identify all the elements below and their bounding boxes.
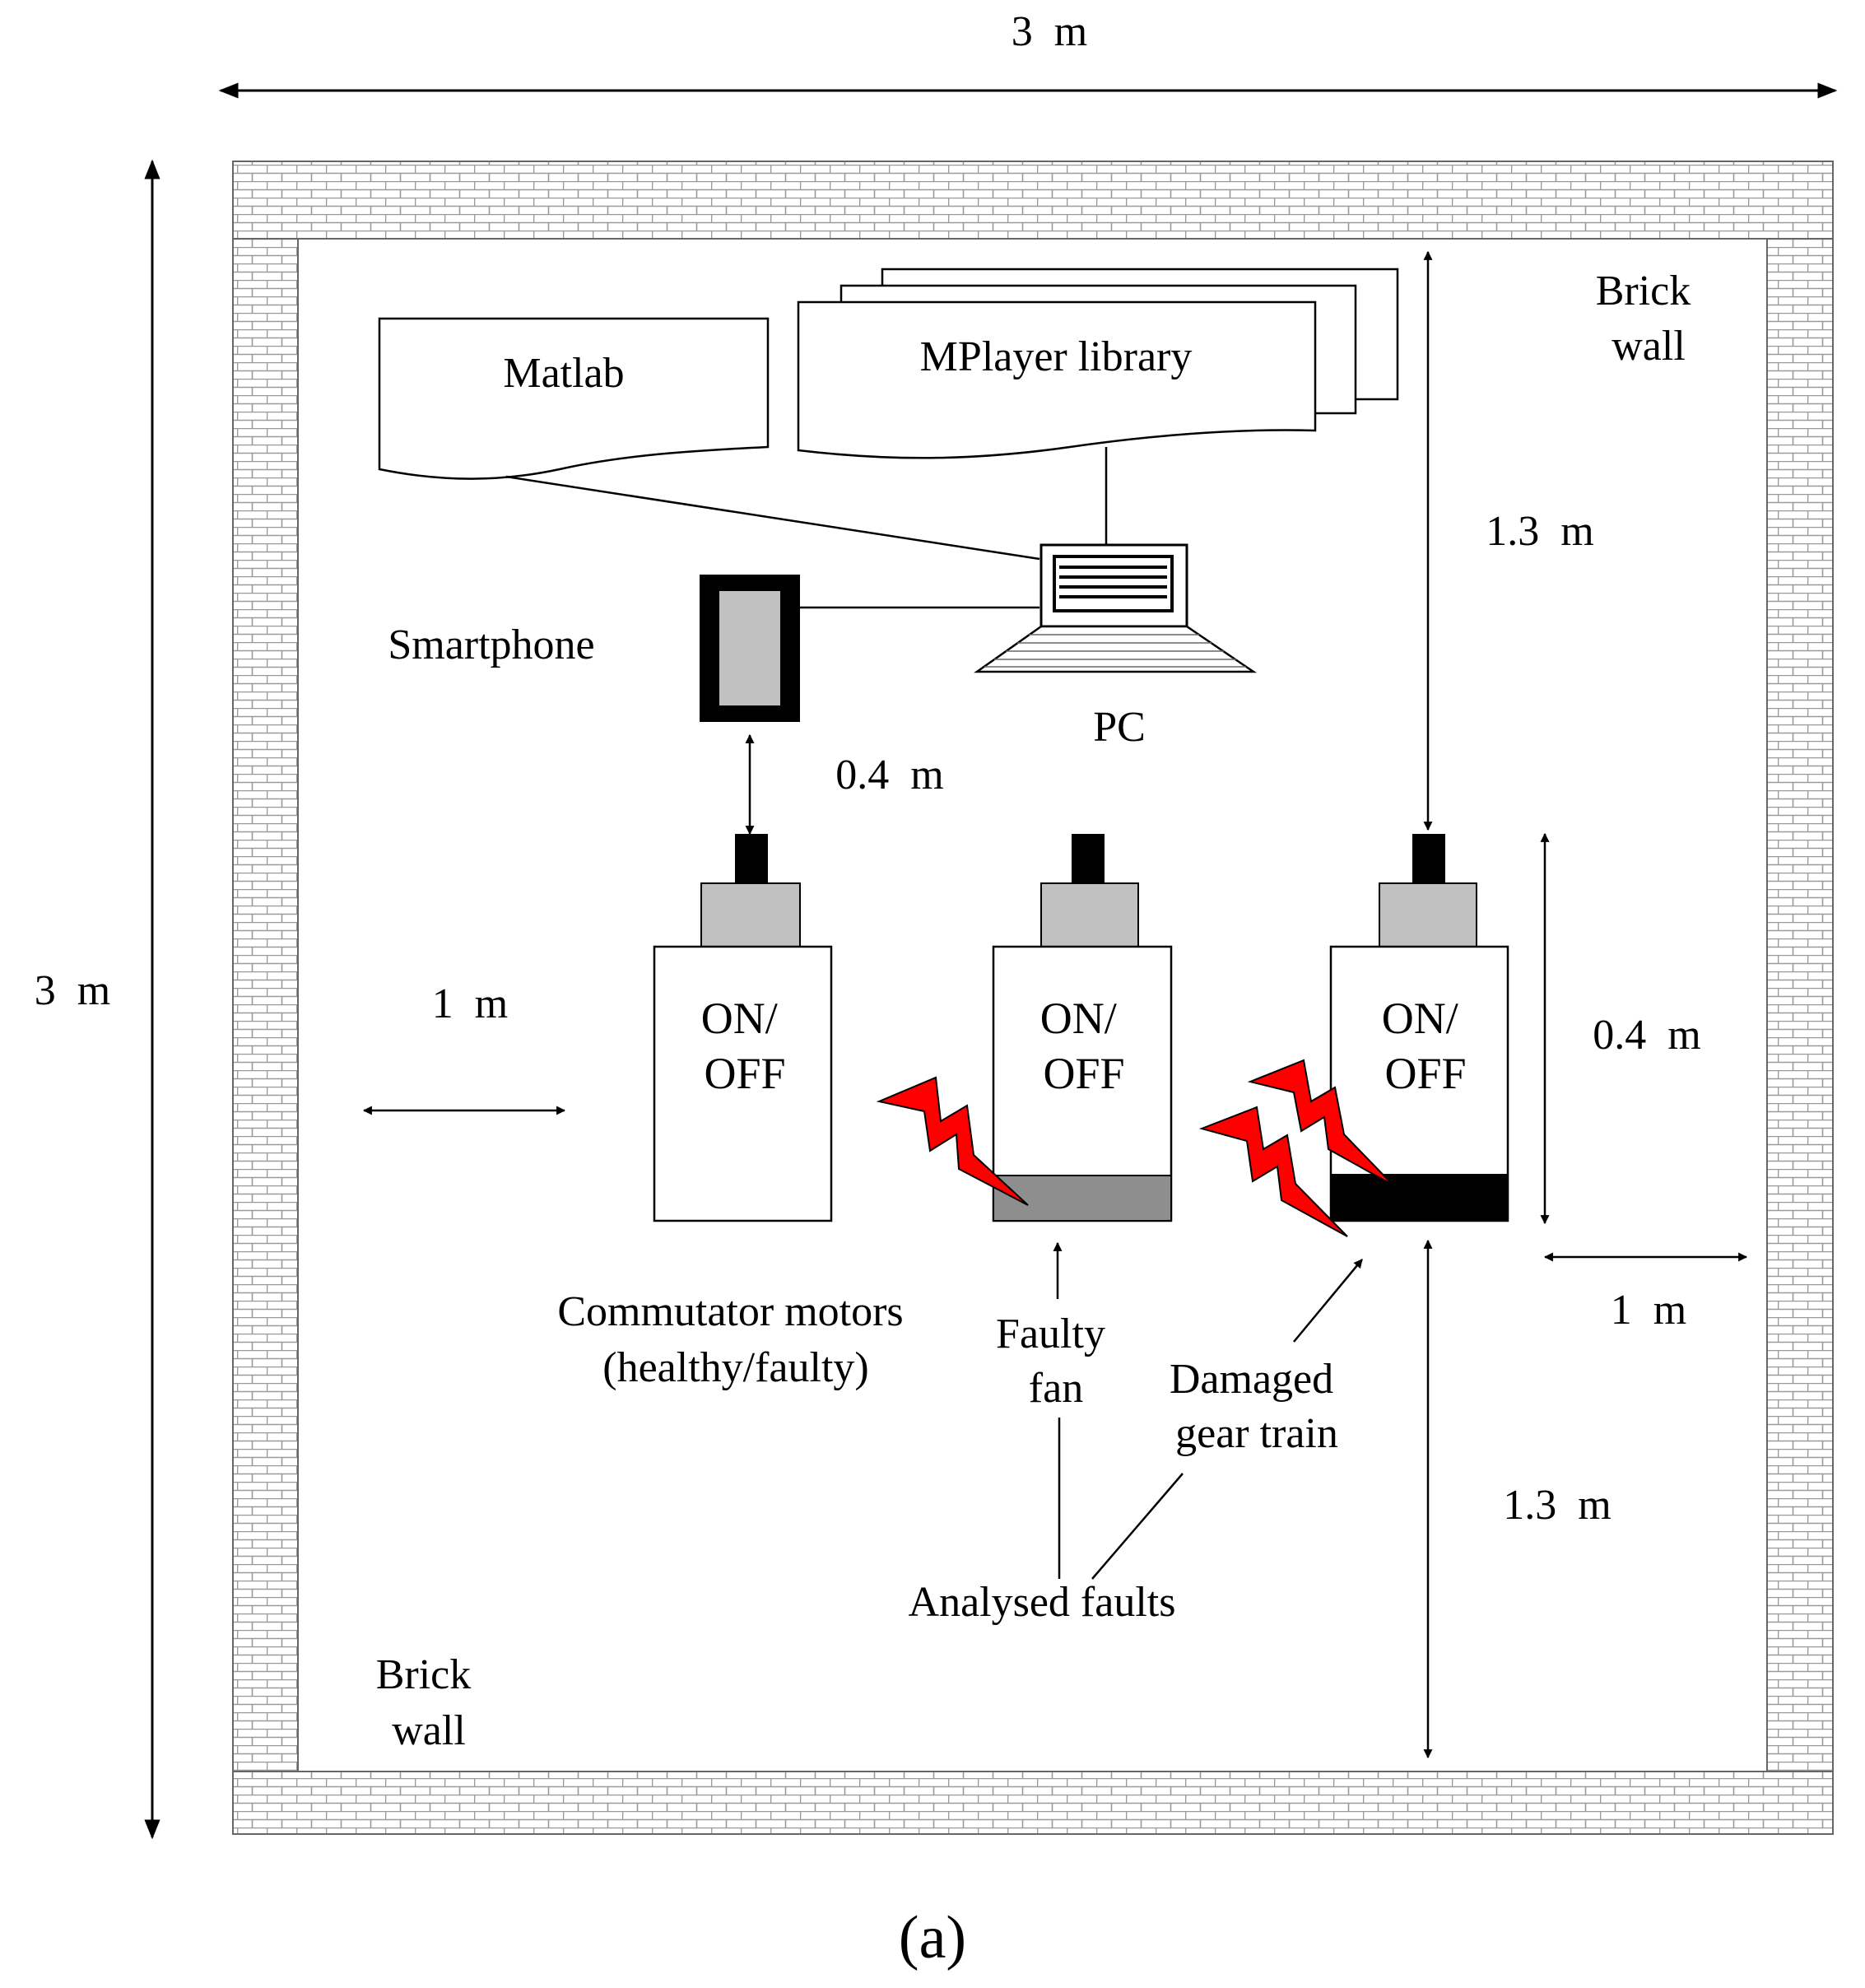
smartphone-icon <box>700 575 800 722</box>
smartphone-label: Smartphone <box>388 622 594 668</box>
pc-label: PC <box>1093 704 1146 751</box>
brick-wall-label-bottom-left: Brick wall <box>376 1651 482 1754</box>
motor-damaged-gear: ON/ OFF <box>1329 834 1509 1222</box>
motor-faulty-fan: ON/ OFF <box>992 834 1173 1222</box>
left-height-label: 3 m <box>35 967 110 1014</box>
analysed-faults-label: Analysed faults <box>909 1579 1176 1626</box>
matlab-document: Matlab <box>378 317 770 480</box>
right-clearance-label: 1 m <box>1611 1287 1686 1334</box>
left-clearance-label: 1 m <box>432 980 508 1027</box>
motor-healthy: ON/ OFF <box>653 834 833 1222</box>
connection-lines <box>505 447 1108 609</box>
brick-wall-label-top-right: Brick wall <box>1596 268 1702 370</box>
commutator-motors-label: Commutator motors (healthy/faulty) <box>557 1288 914 1391</box>
top-width-label: 3 m <box>1012 8 1087 55</box>
pc-icon <box>974 543 1258 673</box>
bottom-clearance-label: 1.3 m <box>1503 1482 1611 1529</box>
pc-motor-distance-label: 1.3 m <box>1486 508 1593 555</box>
phone-motor-distance-label: 0.4 m <box>835 752 943 798</box>
damaged-gear-band <box>1331 1174 1508 1221</box>
faulty-fan-band <box>993 1175 1172 1222</box>
faulty-fan-label: Faulty fan <box>996 1311 1116 1412</box>
mplayer-library-documents: MPlayer library <box>797 268 1399 459</box>
motor-faulty-fan-switch-label: ON/ OFF <box>1040 994 1128 1098</box>
lightning-bolt-icon <box>876 1076 1029 1206</box>
motor-height-label: 0.4 m <box>1593 1012 1700 1059</box>
motor-damaged-gear-switch-label: ON/ OFF <box>1382 994 1470 1098</box>
lightning-bolt-icon <box>1247 1059 1394 1186</box>
mplayer-label: MPlayer library <box>920 333 1193 380</box>
analysed-faults-line-gear <box>1091 1473 1184 1580</box>
motor-healthy-switch-label: ON/ OFF <box>701 994 789 1098</box>
gear-pointer-arrow <box>1293 1259 1363 1343</box>
figure-caption: (a) <box>899 1904 966 1972</box>
damaged-gear-label: Damaged gear train <box>1170 1356 1344 1457</box>
lightning-bolt-icon <box>1198 1106 1348 1237</box>
matlab-label: Matlab <box>503 350 624 397</box>
